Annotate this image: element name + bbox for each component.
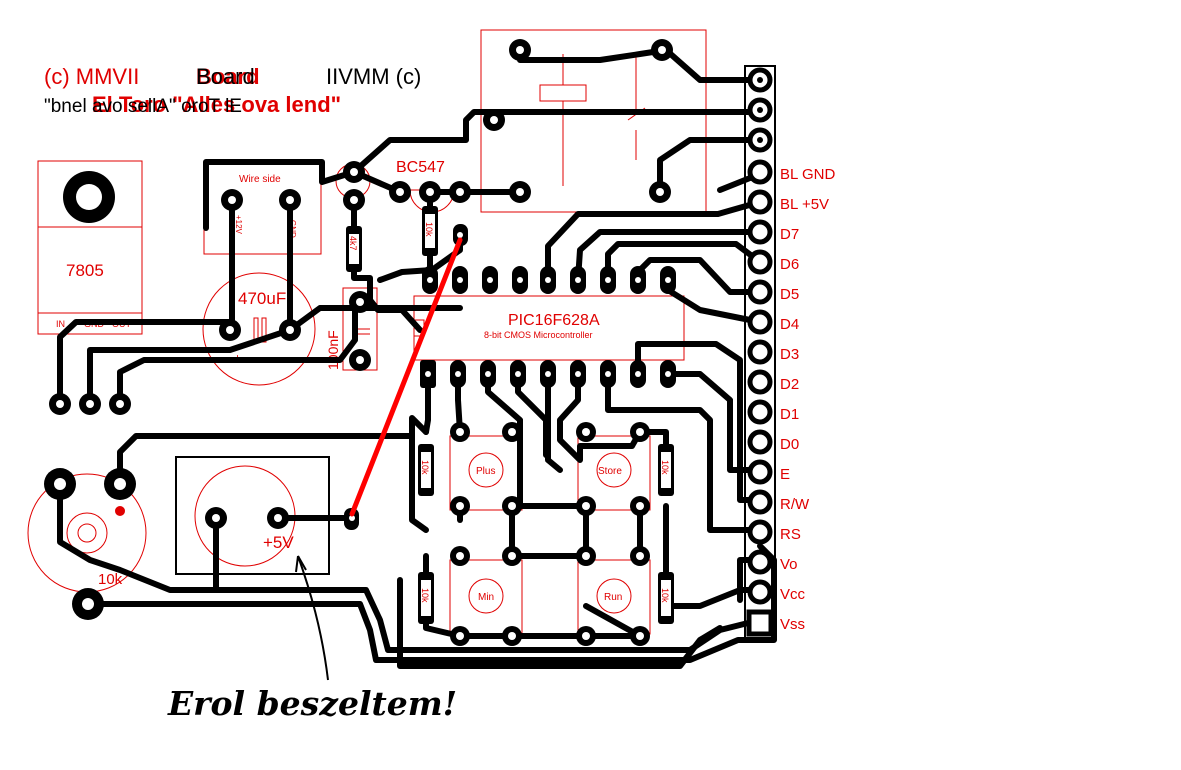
supply-label: +5V (263, 533, 294, 552)
mcu-desc: 8-bit CMOS Microcontroller (484, 330, 593, 340)
header-label-bl-5v: BL +5V (780, 196, 829, 213)
header-label-bl-gnd: BL GND (780, 166, 835, 183)
lcd-header (744, 65, 776, 639)
header-label-d7: D7 (780, 226, 799, 243)
resistor-10k-min: 10k (418, 572, 434, 624)
header-label-rw: R/W (780, 496, 810, 513)
mcu-pins-top (422, 266, 676, 294)
mcu-label: PIC16F628A (508, 312, 600, 329)
wire-connector: Wire side +12V GND (203, 161, 322, 255)
button-store: Store (577, 435, 651, 511)
header-labels: BL GND BL +5V D7 D6 D5 D4 D3 D2 D1 D0 E … (780, 166, 835, 633)
pads (44, 39, 673, 646)
header-label-d0: D0 (780, 436, 799, 453)
cap-100-label: 100nF (325, 330, 341, 370)
resistor-10k-base-label: 10k (424, 222, 434, 237)
cap-470-label: 470uF (238, 289, 286, 308)
header-label-rs: RS (780, 526, 801, 543)
button-min: Min (449, 559, 523, 635)
button-store-label: Store (598, 466, 622, 477)
header-label-d4: D4 (780, 316, 799, 333)
resistor-10k-store: 10k (658, 444, 674, 496)
resistor-4k7-label: 4k7 (348, 236, 358, 251)
resistor-4k7: 4k7 (346, 226, 362, 272)
resistor-10k-base: 10k (422, 206, 438, 256)
header-label-d6: D6 (780, 256, 799, 273)
resistor-run-label: 10k (660, 588, 670, 603)
copyright-text: (c) MMVII (44, 64, 139, 89)
regulator-7805: 7805 IN GND OUT (37, 160, 143, 335)
wire-side-label: Wire side (239, 174, 281, 185)
board-label: Board (196, 64, 260, 89)
header-label-e: E (780, 466, 790, 483)
author-line: El Toro "Alles ova lend" (92, 92, 341, 117)
button-min-label: Min (478, 592, 494, 603)
pot-label: 10k (98, 571, 123, 588)
reg-pin-in: IN (56, 319, 65, 329)
button-plus-label: Plus (476, 466, 495, 477)
copyright-mirror-text: IIVMM (c) (326, 64, 421, 89)
resistor-10k-plus: 10k (418, 444, 434, 496)
button-run-label: Run (604, 592, 622, 603)
copper-traces (57, 47, 777, 669)
resistor-min-label: 10k (420, 588, 430, 603)
annotation-arrow (295, 555, 329, 681)
board-label-mirror: Board (196, 64, 255, 89)
supply-socket: +5V (175, 456, 330, 575)
header-label-d5: D5 (780, 286, 799, 303)
header-label-d2: D2 (780, 376, 799, 393)
transistor-label: BC547 (396, 159, 445, 176)
header-label-vo: Vo (780, 556, 798, 573)
regulator-label: 7805 (66, 261, 104, 280)
potentiometer: 10k (27, 473, 147, 593)
author-line-mirror: "bnel avo sellA" oroT lE (44, 96, 242, 117)
header-label-d3: D3 (780, 346, 799, 363)
header-label-vss: Vss (780, 616, 805, 633)
jumper-wire (349, 237, 463, 517)
resistor-store-label: 10k (660, 460, 670, 475)
mcu-pins-bottom (420, 360, 676, 388)
header-label-d1: D1 (780, 406, 799, 423)
wire-pin-left: +12V (234, 215, 243, 235)
header-label-vcc: Vcc (780, 586, 806, 603)
resistor-10k-run: 10k (658, 572, 674, 624)
resistor-plus-label: 10k (420, 460, 430, 475)
annotation-note: Erol beszeltem! (168, 684, 458, 723)
